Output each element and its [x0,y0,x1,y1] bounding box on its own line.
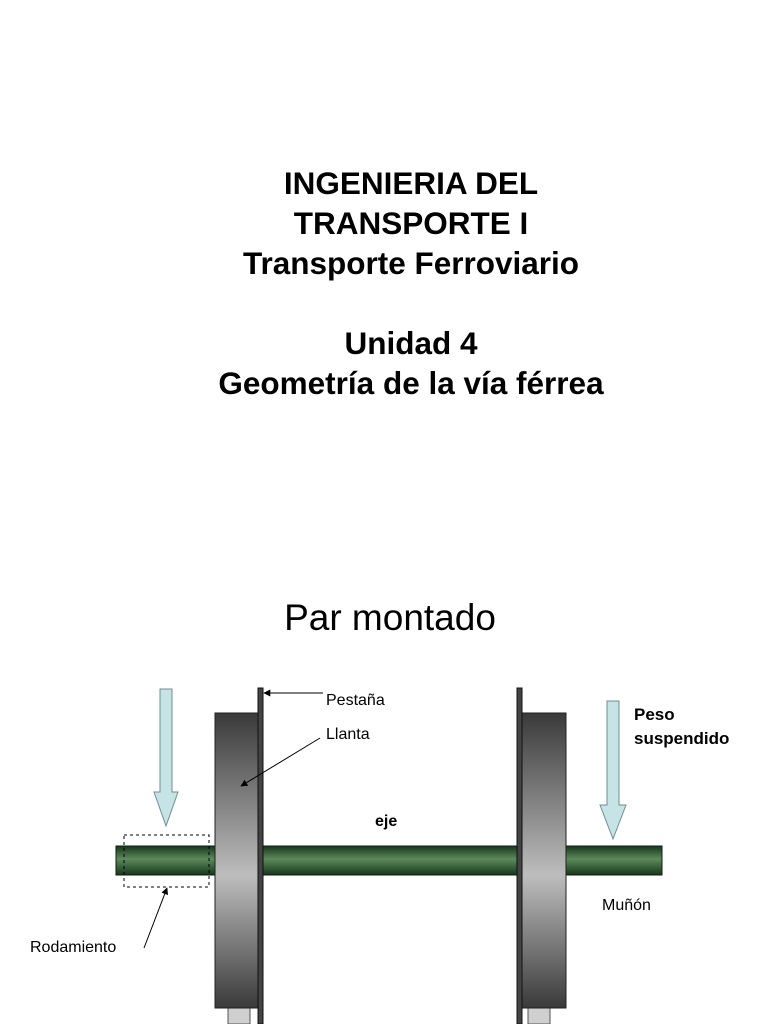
title-gap [0,283,768,323]
load-arrow-right [599,700,627,841]
right-wheel [521,712,567,1009]
unit-title: Geometría de la vía férrea [218,365,604,401]
label-munon: Muñón [602,897,651,914]
load-arrow-left [153,688,179,828]
label-suspendido: suspendido [634,729,729,748]
bearing-outline [123,834,210,888]
label-peso: Peso [634,705,675,724]
course-title-line-2: TRANSPORTE I [293,205,529,241]
left-wheel [214,712,260,1009]
support-block-right [527,1006,551,1024]
left-flange [257,687,264,1024]
label-llanta: Llanta [326,726,370,743]
unit-number: Unidad 4 [344,325,478,361]
slide1-title-block: INGENIERIA DEL TRANSPORTE I Transporte F… [0,163,768,403]
slide2-title: Par montado [284,597,496,638]
support-block-left [227,1006,251,1024]
label-rodamiento: Rodamiento [30,939,116,956]
label-eje: eje [375,813,397,830]
wheelset-diagram: Pestaña Llanta eje Peso suspendido Muñón… [30,687,729,1024]
right-flange [516,687,523,1024]
course-subtitle: Transporte Ferroviario [242,245,580,281]
course-title-line-1: INGENIERIA DEL [283,165,539,201]
axle [115,845,663,876]
llanta-leader [240,737,321,787]
rodamiento-leader [143,887,169,949]
label-pestana: Pestaña [326,692,385,709]
